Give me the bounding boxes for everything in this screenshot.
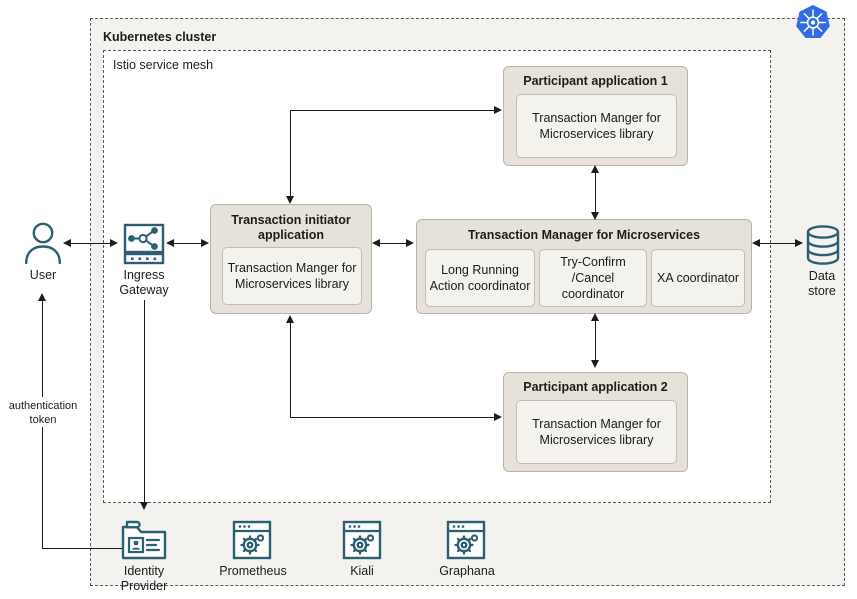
tcc-coordinator-box[interactable]: Try-Confirm /Cancel coordinator	[539, 249, 647, 307]
edge-identity-provider-user-arrow-up	[38, 293, 46, 301]
edge-gateway-identity-provider	[144, 300, 146, 504]
prometheus-icon[interactable]	[231, 519, 273, 561]
edge-tmm-participant2-arrow-up	[591, 313, 599, 321]
edge-tmm-participant1	[595, 172, 597, 214]
authentication-token-label-line1: authentication	[8, 400, 78, 412]
ingress-gateway-icon[interactable]	[121, 223, 167, 265]
edge-initiator-participant2-horizontal	[290, 417, 496, 419]
edge-initiator-tmm	[378, 243, 410, 245]
auth-token-label-backdrop	[0, 397, 85, 427]
edge-gateway-initiator-arrow-right	[201, 239, 209, 247]
edge-tmm-participant2-arrow-down	[591, 360, 599, 368]
kubernetes-logo-icon	[793, 3, 833, 43]
identity-provider-label-line2: Provider	[120, 579, 168, 593]
data-store-label-line1: Data	[808, 269, 836, 283]
data-store-label-line2: store	[808, 284, 836, 298]
edge-tmm-datastore-arrow-left	[752, 239, 760, 247]
kubernetes-cluster-title: Kubernetes cluster	[103, 30, 217, 44]
edge-tmm-datastore-arrow-right	[795, 239, 803, 247]
prometheus-label: Prometheus	[219, 564, 287, 578]
identity-provider-label-line1: Identity	[123, 564, 165, 578]
edge-tmm-participant2	[595, 320, 597, 362]
edge-tmm-participant1-arrow-down	[591, 212, 599, 220]
kiali-icon[interactable]	[341, 519, 383, 561]
edge-tmm-participant1-arrow-up	[591, 165, 599, 173]
istio-service-mesh-title: Istio service mesh	[113, 58, 214, 72]
edge-initiator-participant2-arrow-right	[494, 413, 502, 421]
edge-user-gateway	[70, 243, 116, 245]
edge-gateway-initiator	[172, 243, 206, 245]
edge-initiator-participant2-arrow-up	[286, 315, 294, 323]
edge-gateway-identity-provider-arrow	[140, 502, 148, 510]
transaction-initiator-title-line1: Transaction initiator	[231, 213, 351, 227]
participant-application-1-title: Participant application 1	[523, 74, 668, 88]
graphana-icon[interactable]	[445, 519, 487, 561]
transaction-initiator-application-card[interactable]: Transaction initiator application Transa…	[210, 204, 372, 314]
participant-1-library-box: Transaction Manger for Microservices lib…	[516, 94, 677, 158]
transaction-manager-for-microservices-card[interactable]: Transaction Manager for Microservices Lo…	[416, 219, 752, 314]
authentication-token-label-line2: token	[29, 414, 57, 426]
identity-provider-icon[interactable]	[120, 518, 168, 562]
edge-initiator-participant1-arrow-right	[494, 106, 502, 114]
edge-initiator-tmm-arrow-right	[406, 239, 414, 247]
participant-application-1-card[interactable]: Participant application 1 Transaction Ma…	[503, 66, 688, 166]
participant-application-2-title: Participant application 2	[523, 380, 668, 394]
edge-initiator-participant1-horizontal	[290, 110, 496, 112]
user-label: User	[29, 268, 57, 282]
edge-user-gateway-arrow-left	[63, 239, 71, 247]
kiali-label: Kiali	[350, 564, 374, 578]
edge-initiator-participant2-vertical	[290, 322, 292, 418]
ingress-gateway-label-line2: Gateway	[119, 283, 169, 297]
graphana-label: Graphana	[439, 564, 495, 578]
edge-initiator-participant1-arrow-down	[286, 196, 294, 204]
edge-user-gateway-arrow-right	[110, 239, 118, 247]
ingress-gateway-label-line1: Ingress	[123, 268, 165, 282]
edge-initiator-participant1-vertical	[290, 110, 292, 198]
xa-coordinator-box[interactable]: XA coordinator	[651, 249, 745, 307]
participant-2-library-box: Transaction Manger for Microservices lib…	[516, 400, 677, 464]
database-icon	[802, 224, 844, 266]
lra-coordinator-box[interactable]: Long Running Action coordinator	[425, 249, 535, 307]
edge-gateway-initiator-arrow-left	[166, 239, 174, 247]
participant-application-2-card[interactable]: Participant application 2 Transaction Ma…	[503, 372, 688, 472]
edge-tmm-datastore	[758, 243, 800, 245]
tmm-title: Transaction Manager for Microservices	[467, 228, 701, 242]
transaction-initiator-title-line2: application	[258, 228, 324, 242]
edge-initiator-tmm-arrow-left	[372, 239, 380, 247]
user-icon	[23, 222, 63, 264]
initiator-library-box: Transaction Manger for Microservices lib…	[222, 247, 362, 305]
edge-identity-provider-user-horizontal	[42, 548, 130, 550]
